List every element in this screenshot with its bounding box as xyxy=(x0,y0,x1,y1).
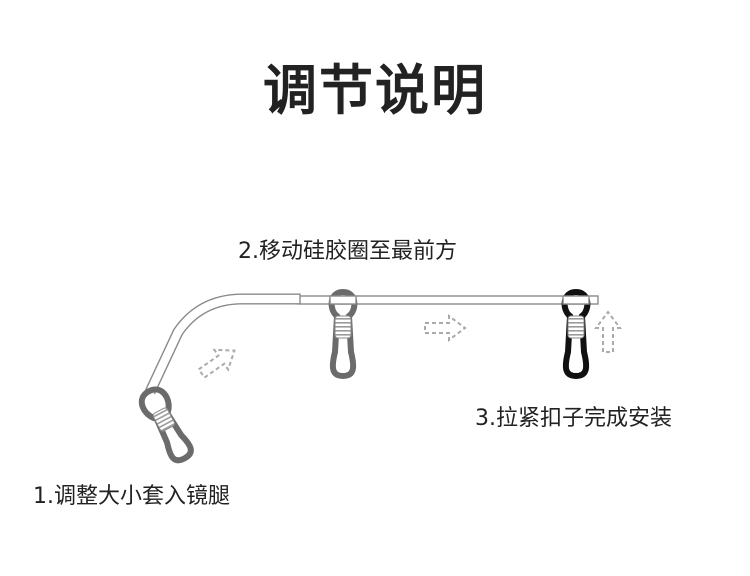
dashed-arrow-up-icon xyxy=(594,310,622,353)
step-3-label: 3.拉紧扣子完成安装 xyxy=(475,406,672,431)
silicone-loop-step2 xyxy=(328,288,358,380)
dashed-arrow-right-icon xyxy=(424,314,467,342)
dashed-arrow-up-right-icon xyxy=(197,348,236,379)
silicone-loop-step3 xyxy=(561,288,591,380)
coil-ring xyxy=(152,407,176,432)
step-2-label: 2.移动硅胶圈至最前方 xyxy=(238,239,457,264)
temple-ear-curve xyxy=(145,293,301,395)
step-1-label: 1.调整大小套入镜腿 xyxy=(33,484,230,509)
coil-ring xyxy=(334,315,352,339)
page-title: 调节说明 xyxy=(263,59,487,122)
coil-ring xyxy=(567,315,585,339)
silicone-loop-step1 xyxy=(138,386,194,464)
